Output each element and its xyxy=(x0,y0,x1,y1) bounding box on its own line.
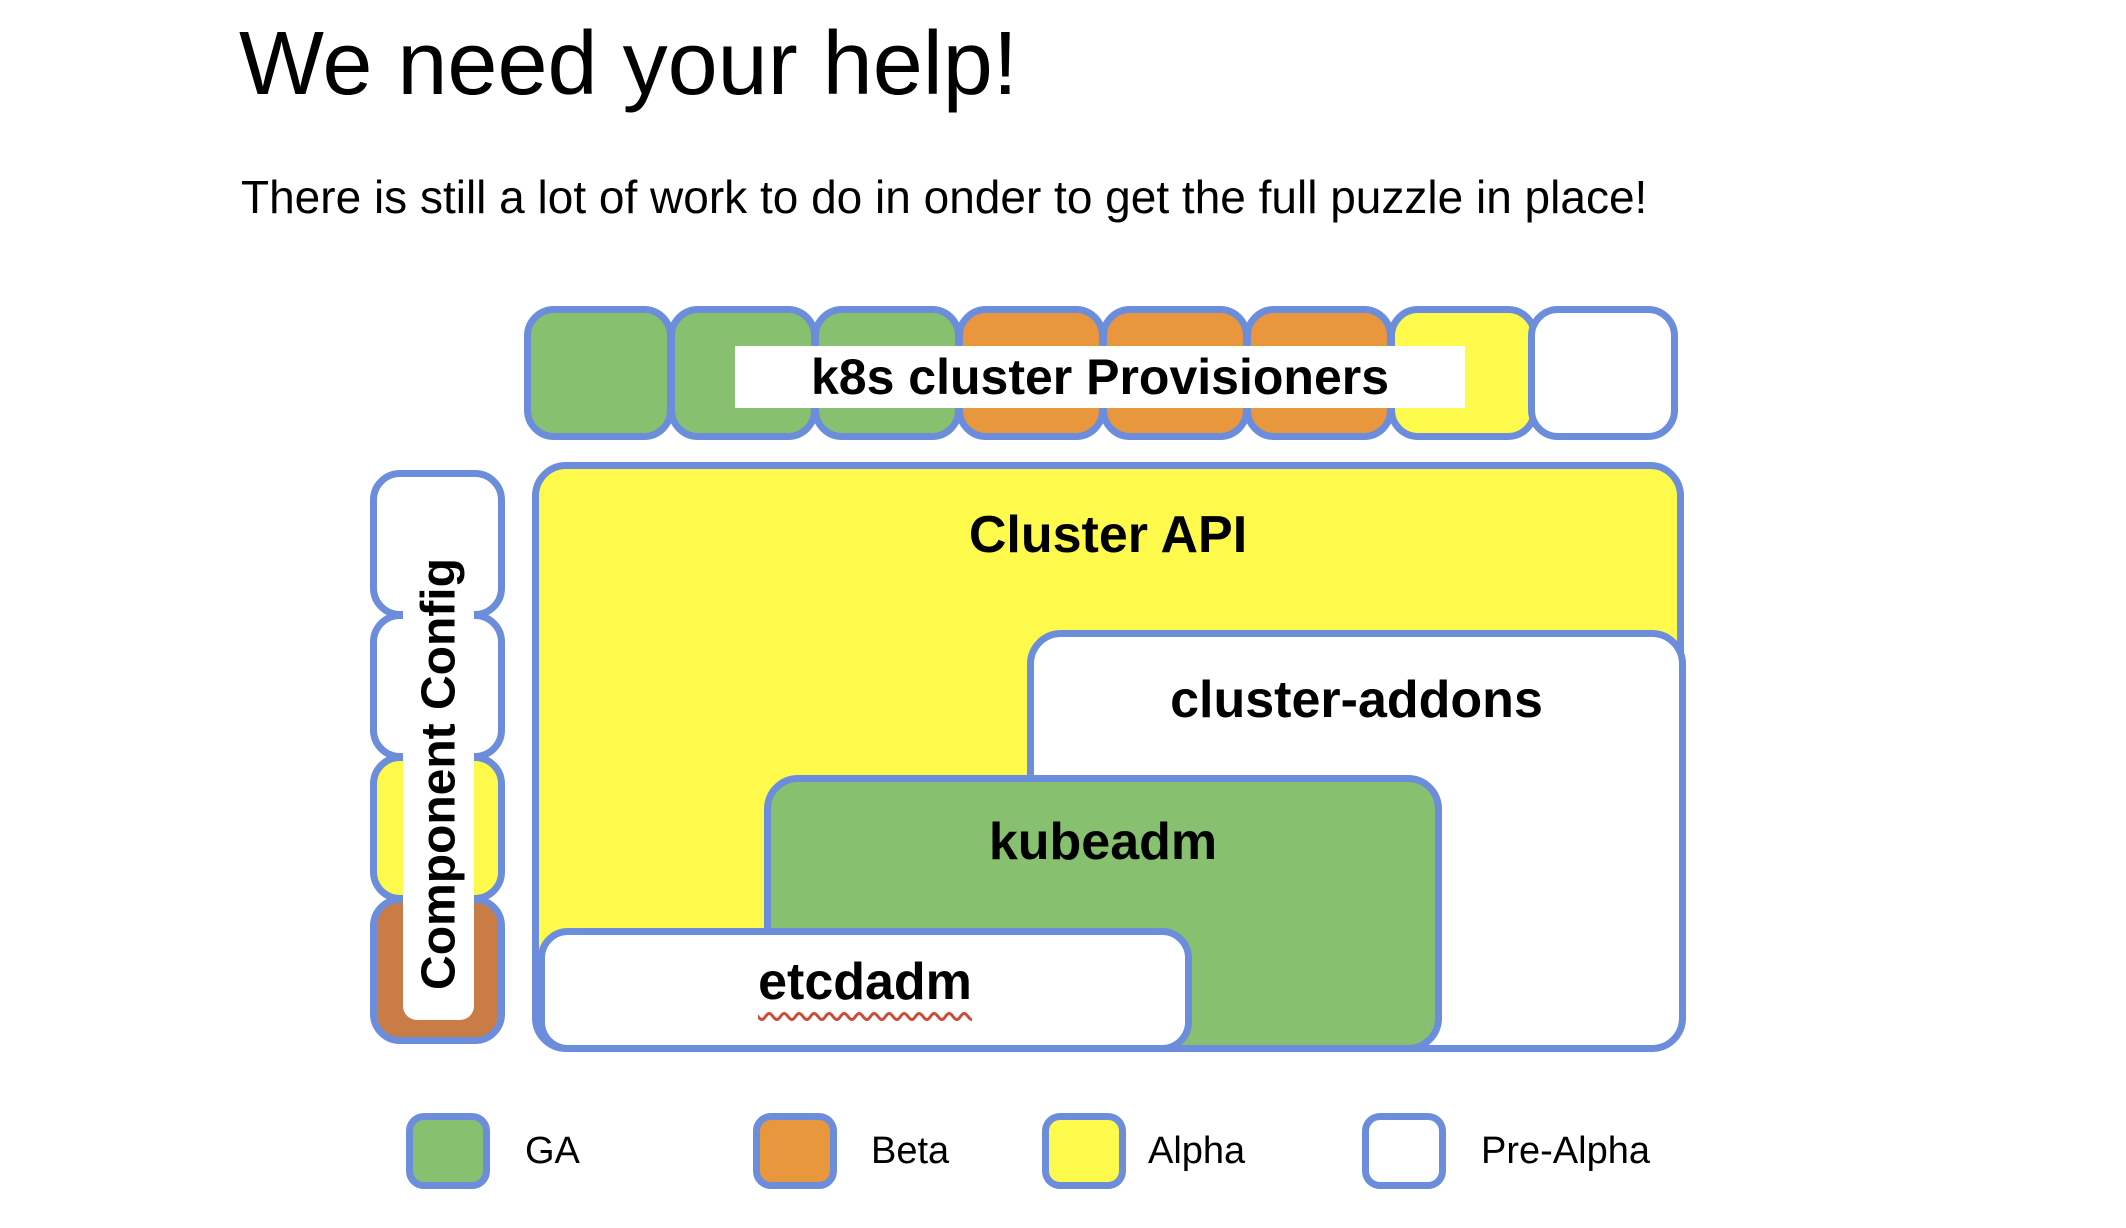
legend-swatch-pre-alpha xyxy=(1362,1113,1446,1189)
etcdadm-label: etcdadm xyxy=(538,952,1192,1012)
page-title: We need your help! xyxy=(239,14,1018,114)
component-config-strip: Component Config xyxy=(403,528,474,1020)
legend-label-ga: GA xyxy=(525,1130,580,1172)
etcdadm-label-text: etcdadm xyxy=(758,953,972,1011)
legend-label-pre-alpha: Pre-Alpha xyxy=(1481,1130,1650,1172)
legend-swatch-beta xyxy=(753,1113,837,1189)
provisioner-square-1 xyxy=(524,306,674,440)
component-config-label: Component Config xyxy=(412,558,465,990)
legend-swatch-ga xyxy=(406,1113,490,1189)
legend-swatch-alpha xyxy=(1042,1113,1126,1189)
provisioners-label: k8s cluster Provisioners xyxy=(735,346,1465,408)
kubeadm-label: kubeadm xyxy=(988,813,1218,871)
etcdadm-block xyxy=(538,928,1192,1052)
provisioner-square-8 xyxy=(1528,306,1678,440)
cluster-addons-label: cluster-addons xyxy=(1170,671,1543,729)
page-subtitle: There is still a lot of work to do in on… xyxy=(241,171,1648,223)
legend-label-beta: Beta xyxy=(871,1130,950,1172)
cluster-api-label: Cluster API xyxy=(968,506,1248,564)
legend-label-alpha: Alpha xyxy=(1148,1130,1246,1172)
